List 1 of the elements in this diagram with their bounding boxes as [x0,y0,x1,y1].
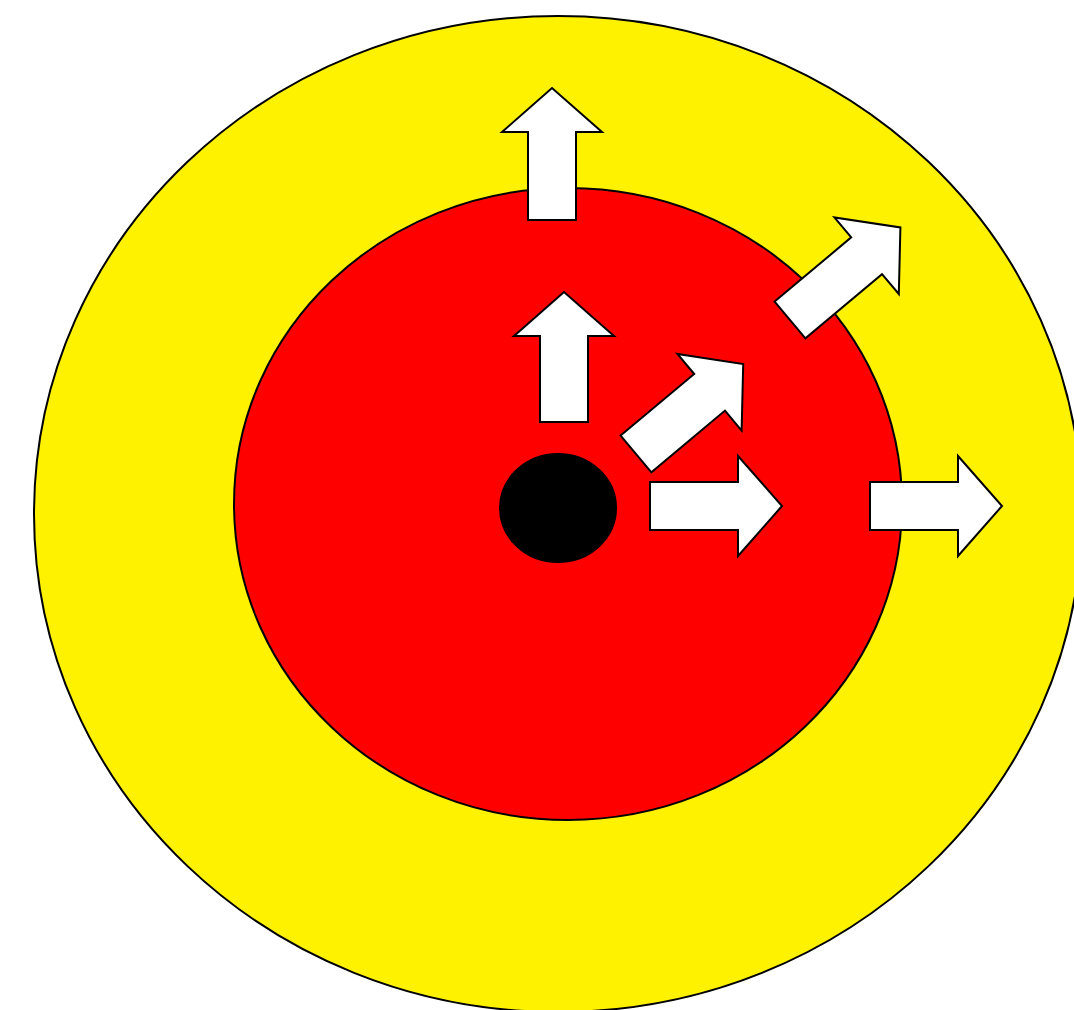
centre-dot [499,453,617,563]
